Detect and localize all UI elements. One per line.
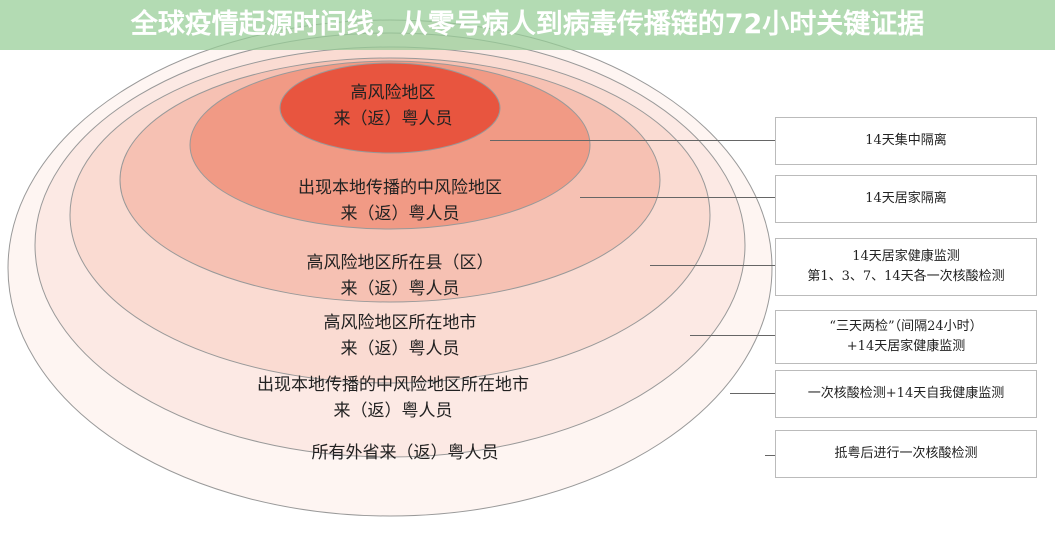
measure-box-4: “三天两检”（间隔24小时） +14天居家健康监测 <box>775 310 1037 364</box>
measure-box-3: 14天居家健康监测第1、3、7、14天各一次核酸检测 <box>775 238 1037 296</box>
ring-5-label: 出现本地传播的中风险地区所在地市来（返）粤人员 <box>193 372 593 424</box>
ring-label-line: 来（返）粤人员 <box>340 204 460 224</box>
measure-text: “三天两检”（间隔24小时） <box>829 319 983 334</box>
measure-text: 14天居家健康监测 <box>852 249 960 264</box>
ring-label-line: 出现本地传播的中风险地区 <box>298 178 502 198</box>
measure-box-2: 14天居家隔离 <box>775 175 1037 223</box>
banner-title: 全球疫情起源时间线，从零号病人到病毒传播链的72小时关键证据 <box>130 9 925 40</box>
connector-line <box>690 335 775 336</box>
connector-line <box>580 197 775 198</box>
ring-3-label: 高风险地区所在县（区） 来（返）粤人员 <box>200 250 600 302</box>
measure-text: 14天集中隔离 <box>865 133 947 148</box>
ring-label-line: 来（返）粤人员 <box>340 339 460 359</box>
measure-text: 抵粤后进行一次核酸检测 <box>834 446 978 461</box>
measure-text: 一次核酸检测+14天自我健康监测 <box>807 386 1005 401</box>
ring-1-label: 高风险地区来（返）粤人员 <box>193 80 593 132</box>
connector-line <box>730 393 775 394</box>
measure-box-1: 14天集中隔离 <box>775 117 1037 165</box>
measure-box-5: 一次核酸检测+14天自我健康监测 <box>775 370 1037 418</box>
ring-1-core <box>279 62 501 154</box>
measure-text: 第1、3、7、14天各一次核酸检测 <box>807 269 1005 284</box>
measure-box-6: 抵粤后进行一次核酸检测 <box>775 430 1037 478</box>
ring-label-line: 高风险地区所在地市 <box>323 313 477 333</box>
ring-label-line: 来（返）粤人员 <box>340 279 460 299</box>
ring-6-label: 所有外省来（返）粤人员 <box>205 440 605 466</box>
ring-label-line: 来（返）粤人员 <box>333 401 453 421</box>
measure-text: 14天居家隔离 <box>865 191 947 206</box>
connector-line <box>765 455 775 456</box>
ring-label-line: 出现本地传播的中风险地区所在地市 <box>257 375 529 395</box>
connector-line <box>650 265 775 266</box>
ring-4-label: 高风险地区所在地市来（返）粤人员 <box>200 310 600 362</box>
ring-label-line: 所有外省来（返）粤人员 <box>311 443 499 463</box>
ring-2-label: 出现本地传播的中风险地区来（返）粤人员 <box>200 175 600 227</box>
measure-text: +14天居家健康监测 <box>846 339 966 354</box>
title-banner: 全球疫情起源时间线，从零号病人到病毒传播链的72小时关键证据 <box>0 0 1055 50</box>
connector-line <box>490 140 775 141</box>
ring-label-line: 高风险地区所在县（区） <box>306 253 494 273</box>
ring-label-line: 高风险地区 <box>350 83 436 103</box>
ring-label-line: 来（返）粤人员 <box>333 109 453 129</box>
